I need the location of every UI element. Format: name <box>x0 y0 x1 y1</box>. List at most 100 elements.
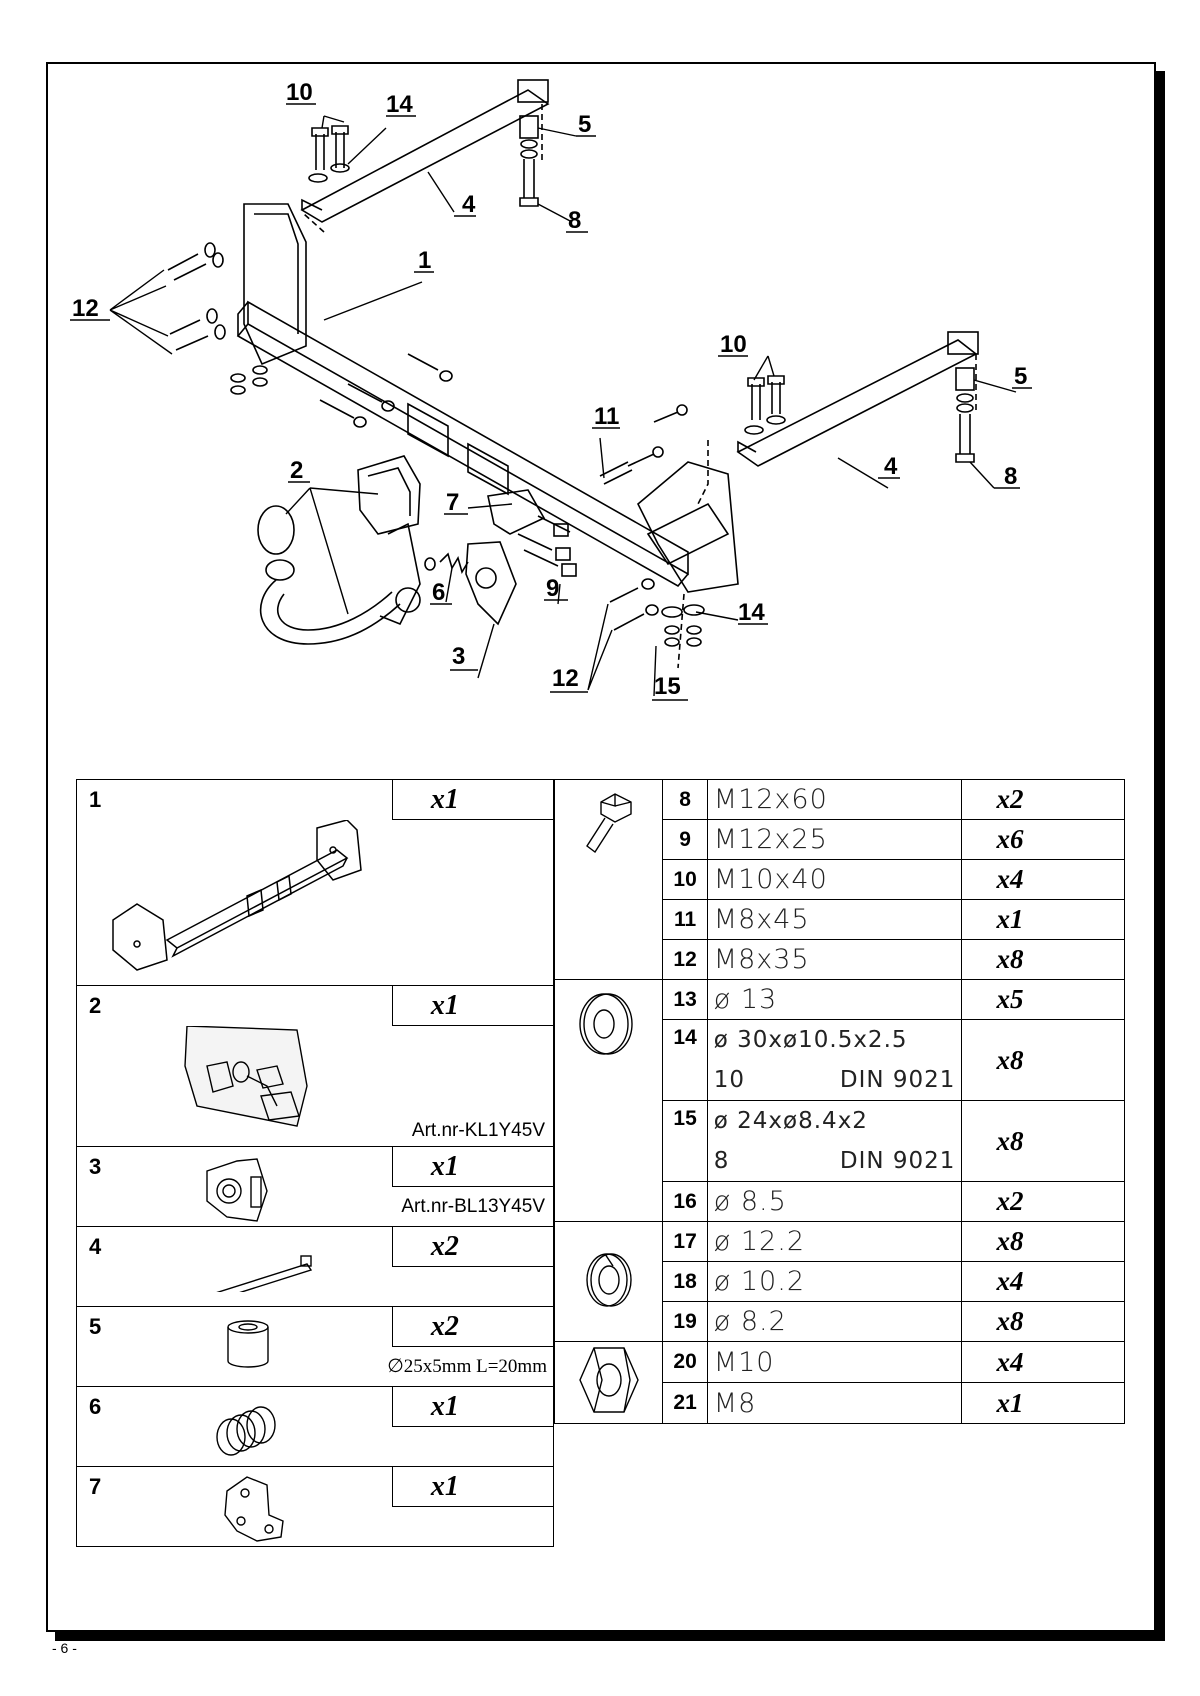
part-qty: x1 <box>391 1386 555 1427</box>
part-qty: x8 <box>961 1019 1125 1101</box>
part-number: 17 <box>662 1221 708 1262</box>
callout-2: 2 <box>290 457 303 484</box>
part-qty: x1 <box>391 985 555 1026</box>
article-number: Art.nr-KL1Y45V <box>411 1120 545 1141</box>
part-number: 5 <box>89 1313 102 1339</box>
article-number: Art.nr-BL13Y45V <box>401 1195 545 1217</box>
table-row: 3 x1 <box>76 1146 555 1222</box>
part-number: 18 <box>662 1261 708 1302</box>
callout-4: 4 <box>462 191 476 218</box>
socket-plate <box>465 541 517 626</box>
spacer-dimensions: ∅25x5mm L=20mm <box>387 1356 547 1377</box>
table-row: 2 x1 <box>76 985 555 1026</box>
cross-tube <box>247 300 689 576</box>
table-row: 13 ø 13 x5 <box>553 979 1125 1222</box>
part-qty: x8 <box>961 1301 1125 1342</box>
callout-14: 14 <box>386 91 413 118</box>
part-number: 3 <box>89 1153 102 1179</box>
part-standard: DIN 9021 <box>839 1067 956 1093</box>
table-row: 18 ø 10.2 x4 <box>555 1261 1125 1302</box>
part-number: 11 <box>662 899 708 940</box>
callout-6: 6 <box>432 579 445 606</box>
part-qty: x2 <box>961 779 1125 820</box>
callout-9: 9 <box>546 575 559 602</box>
part-spec: ø 24xø8.4x2 <box>713 1108 868 1134</box>
part-number: 4 <box>89 1233 102 1259</box>
spacer-thumbnail <box>227 1320 269 1368</box>
part-spec: ø 10.2 <box>706 1261 963 1302</box>
table-row: 20 M10 x4 <box>553 1341 1125 1424</box>
callout-8: 8 <box>568 207 581 234</box>
part-qty: x4 <box>961 1341 1125 1383</box>
part-qty: x1 <box>961 1382 1125 1424</box>
table-row: 21 M8 x1 <box>555 1382 1125 1424</box>
table-row: 6 x1 <box>76 1386 555 1456</box>
part-spec: ø 8.2 <box>706 1301 963 1342</box>
part-number: 6 <box>89 1393 102 1419</box>
part-qty: x5 <box>961 979 1125 1020</box>
part-number: 2 <box>89 992 102 1018</box>
callout-12b: 12 <box>552 665 579 692</box>
callout-14b: 14 <box>738 599 765 626</box>
strap-thumbnail <box>216 1254 313 1292</box>
part-spec: ø 30xø10.5x2.5 <box>713 1027 908 1053</box>
part-qty: x2 <box>961 1181 1125 1222</box>
bolt-icon <box>585 793 632 854</box>
part-qty: x1 <box>391 1146 555 1187</box>
parts-table-left: 1 x1 2 x1 <box>76 779 555 1547</box>
callout-12a: 12 <box>72 295 99 322</box>
part-number: 12 <box>662 939 708 980</box>
part-qty: x8 <box>961 1100 1125 1182</box>
table-row: 10 M10x40 x4 <box>555 859 1125 900</box>
part-number: 13 <box>662 979 708 1020</box>
washer-icon <box>578 993 633 1055</box>
part-qty: x1 <box>391 1466 555 1507</box>
part-spec: ø 12.2 <box>706 1221 963 1262</box>
exploded-assembly-diagram: 10 14 5 4 8 1 12 2 7 6 9 3 11 1 <box>70 79 1032 701</box>
part-spec-thickness: 10 <box>713 1067 746 1093</box>
table-row <box>76 1254 554 1307</box>
right-bracket <box>637 461 739 593</box>
table-row: ∅25x5mm L=20mm <box>76 1346 554 1387</box>
left-bracket <box>243 203 307 366</box>
part-number: 20 <box>662 1341 708 1383</box>
table-row <box>76 1426 554 1467</box>
table-row: 19 ø 8.2 x8 <box>555 1301 1125 1342</box>
part-number: 16 <box>662 1181 708 1222</box>
part-qty: x2 <box>391 1226 555 1267</box>
callout-4b: 4 <box>884 453 898 480</box>
table-row: Art.nr-KL1Y45V <box>76 1025 554 1147</box>
part-spec: ø 13 <box>706 979 963 1020</box>
part-spec: M10x40 <box>706 859 963 900</box>
part-qty: x4 <box>961 1261 1125 1302</box>
table-row: 15 ø 24xø8.4x2 8 DIN 9021 x8 <box>555 1100 1125 1182</box>
callout-15: 15 <box>654 673 681 700</box>
part-spec: M8 <box>706 1382 963 1424</box>
table-row: 11 M8x45 x1 <box>555 899 1125 940</box>
part-qty: x2 <box>391 1306 555 1347</box>
part-number: 7 <box>89 1473 102 1499</box>
table-row: 8 M12x60 x2 <box>553 779 1125 980</box>
part-number: 9 <box>662 819 708 860</box>
part-spec: M8x35 <box>706 939 963 980</box>
part-qty: x1 <box>391 779 555 820</box>
callout-5: 5 <box>578 111 591 138</box>
part-qty: x6 <box>961 819 1125 860</box>
callout-7: 7 <box>446 489 459 516</box>
part-spec-thickness: 8 <box>713 1148 730 1174</box>
part-qty: x1 <box>961 899 1125 940</box>
table-row: 4 x2 <box>76 1226 555 1267</box>
part-number: 15 <box>662 1100 708 1182</box>
callout-11: 11 <box>594 403 619 430</box>
part-number: 14 <box>662 1019 708 1101</box>
wiring-kit-thumbnail <box>184 1026 308 1127</box>
right-strap <box>736 339 978 467</box>
page-number: - 6 - <box>52 1640 77 1656</box>
table-row: 9 M12x25 x6 <box>555 819 1125 860</box>
table-row: 14 ø 30xø10.5x2.5 10 DIN 9021 x8 <box>555 1019 1125 1101</box>
part-qty: x8 <box>961 1221 1125 1262</box>
table-row: 16 ø 8.5 x2 <box>555 1181 1125 1222</box>
upper-strap <box>300 89 550 223</box>
table-row: 1 x1 <box>76 779 555 820</box>
part-spec: ø 8.5 <box>706 1181 963 1222</box>
